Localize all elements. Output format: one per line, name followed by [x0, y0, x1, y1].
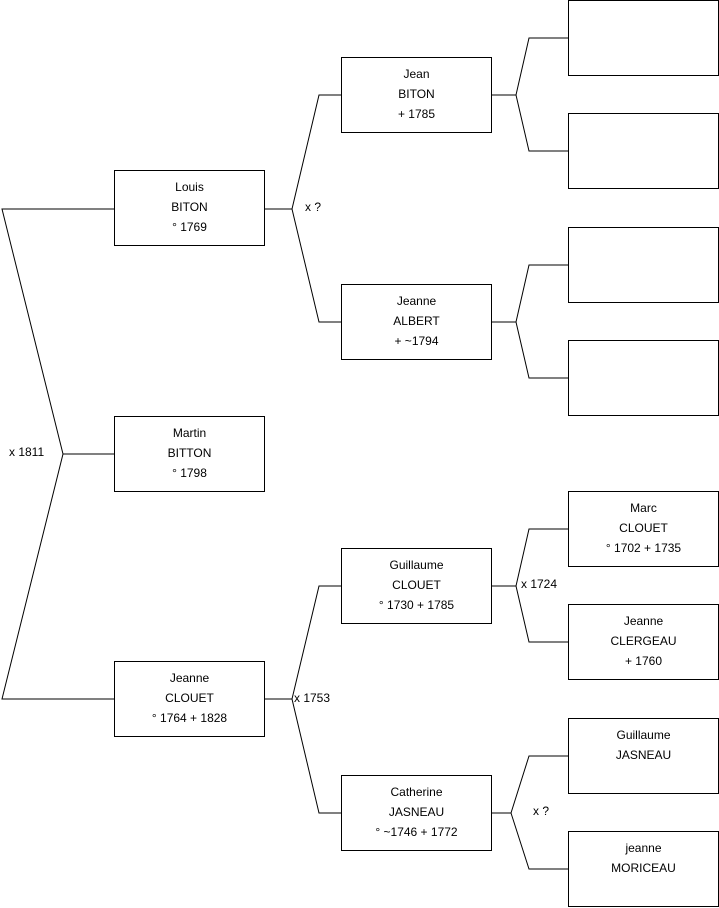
person-dates: + 1785	[397, 107, 436, 121]
person-box-jeanne-moriceau[interactable]: jeanne MORICEAU	[568, 831, 719, 907]
person-dates: ° 1764 + 1828	[151, 711, 228, 725]
person-first-name: Guillaume	[389, 558, 444, 572]
person-box-empty-4[interactable]	[568, 340, 719, 416]
person-last-name: CLOUET	[165, 691, 214, 705]
connector-jeanne-albert-to-empty3	[492, 264, 568, 323]
person-dates: ° 1798	[172, 466, 207, 480]
person-first-name: Jeanne	[396, 294, 437, 308]
person-dates: ° 1730 + 1785	[378, 598, 455, 612]
person-box-catherine-jasneau[interactable]: Catherine JASNEAU ° ~1746 + 1772	[341, 775, 492, 851]
person-last-name: JASNEAU	[615, 748, 672, 762]
person-first-name: Jeanne	[169, 671, 210, 685]
connector-martin-to-jeanne-clouet	[1, 453, 114, 700]
person-box-jeanne-clergeau[interactable]: Jeanne CLERGEAU + 1760	[568, 604, 719, 680]
connector-jean-to-empty1	[492, 37, 568, 96]
connector-guillaume-to-jeanne-clergeau	[515, 585, 568, 643]
connector-martin-to-louis	[1, 208, 114, 455]
marriage-label-guillaume-clouet-parents: x 1724	[521, 577, 558, 591]
marriage-label-louis-parents: x ?	[305, 200, 322, 214]
person-first-name: Marc	[630, 501, 657, 515]
person-box-marc-clouet[interactable]: Marc CLOUET ° 1702 + 1735	[568, 491, 719, 567]
person-first-name: jeanne	[625, 841, 662, 855]
connector-catherine-to-guillaume-jasneau	[492, 755, 568, 814]
person-first-name: Jeanne	[623, 614, 664, 628]
marriage-label-jeanne-clouet-parents: x 1753	[294, 691, 331, 705]
person-last-name: ALBERT	[393, 314, 440, 328]
connector-jean-to-empty2	[515, 94, 568, 152]
person-box-louis-biton[interactable]: Louis BITON ° 1769	[114, 170, 265, 246]
connector-jeanne-albert-to-empty4	[515, 321, 568, 379]
person-last-name: CLERGEAU	[610, 634, 677, 648]
person-box-guillaume-clouet[interactable]: Guillaume CLOUET ° 1730 + 1785	[341, 548, 492, 624]
connector-jeanne-clouet-to-guillaume	[265, 585, 341, 700]
person-last-name: CLOUET	[392, 578, 441, 592]
person-box-jeanne-clouet[interactable]: Jeanne CLOUET ° 1764 + 1828	[114, 661, 265, 737]
person-first-name: Guillaume	[616, 728, 671, 742]
person-box-empty-2[interactable]	[568, 113, 719, 189]
person-first-name: Catherine	[390, 785, 443, 799]
person-dates: ° 1769	[172, 220, 207, 234]
person-first-name: Louis	[175, 180, 204, 194]
person-dates: + 1760	[624, 654, 663, 668]
connector-catherine-to-jeanne-moriceau	[510, 812, 568, 870]
person-box-empty-3[interactable]	[568, 227, 719, 303]
person-last-name: MORICEAU	[611, 861, 676, 875]
connector-louis-to-jean	[265, 94, 341, 210]
person-box-empty-1[interactable]	[568, 0, 719, 76]
person-box-jean-biton[interactable]: Jean BITON + 1785	[341, 57, 492, 133]
person-first-name: Martin	[172, 426, 207, 440]
connector-louis-to-jeanne-albert	[291, 208, 341, 323]
person-box-jeanne-albert[interactable]: Jeanne ALBERT + ~1794	[341, 284, 492, 360]
marriage-label-catherine-parents: x ?	[533, 804, 550, 818]
connector-guillaume-to-marc	[492, 528, 568, 587]
person-first-name: Jean	[403, 67, 430, 81]
person-last-name: BITON	[171, 200, 208, 214]
person-dates: ° 1702 + 1735	[605, 541, 682, 555]
marriage-label-martin-parents: x 1811	[9, 445, 45, 459]
person-box-guillaume-jasneau[interactable]: Guillaume JASNEAU	[568, 718, 719, 794]
person-box-martin-bitton[interactable]: Martin BITTON ° 1798	[114, 416, 265, 492]
connector-jeanne-clouet-to-catherine	[291, 698, 341, 814]
person-last-name: BITON	[398, 87, 435, 101]
person-dates: + ~1794	[394, 334, 439, 348]
person-last-name: CLOUET	[619, 521, 668, 535]
person-last-name: BITTON	[167, 446, 212, 460]
person-last-name: JASNEAU	[388, 805, 445, 819]
person-dates: ° ~1746 + 1772	[375, 825, 458, 839]
